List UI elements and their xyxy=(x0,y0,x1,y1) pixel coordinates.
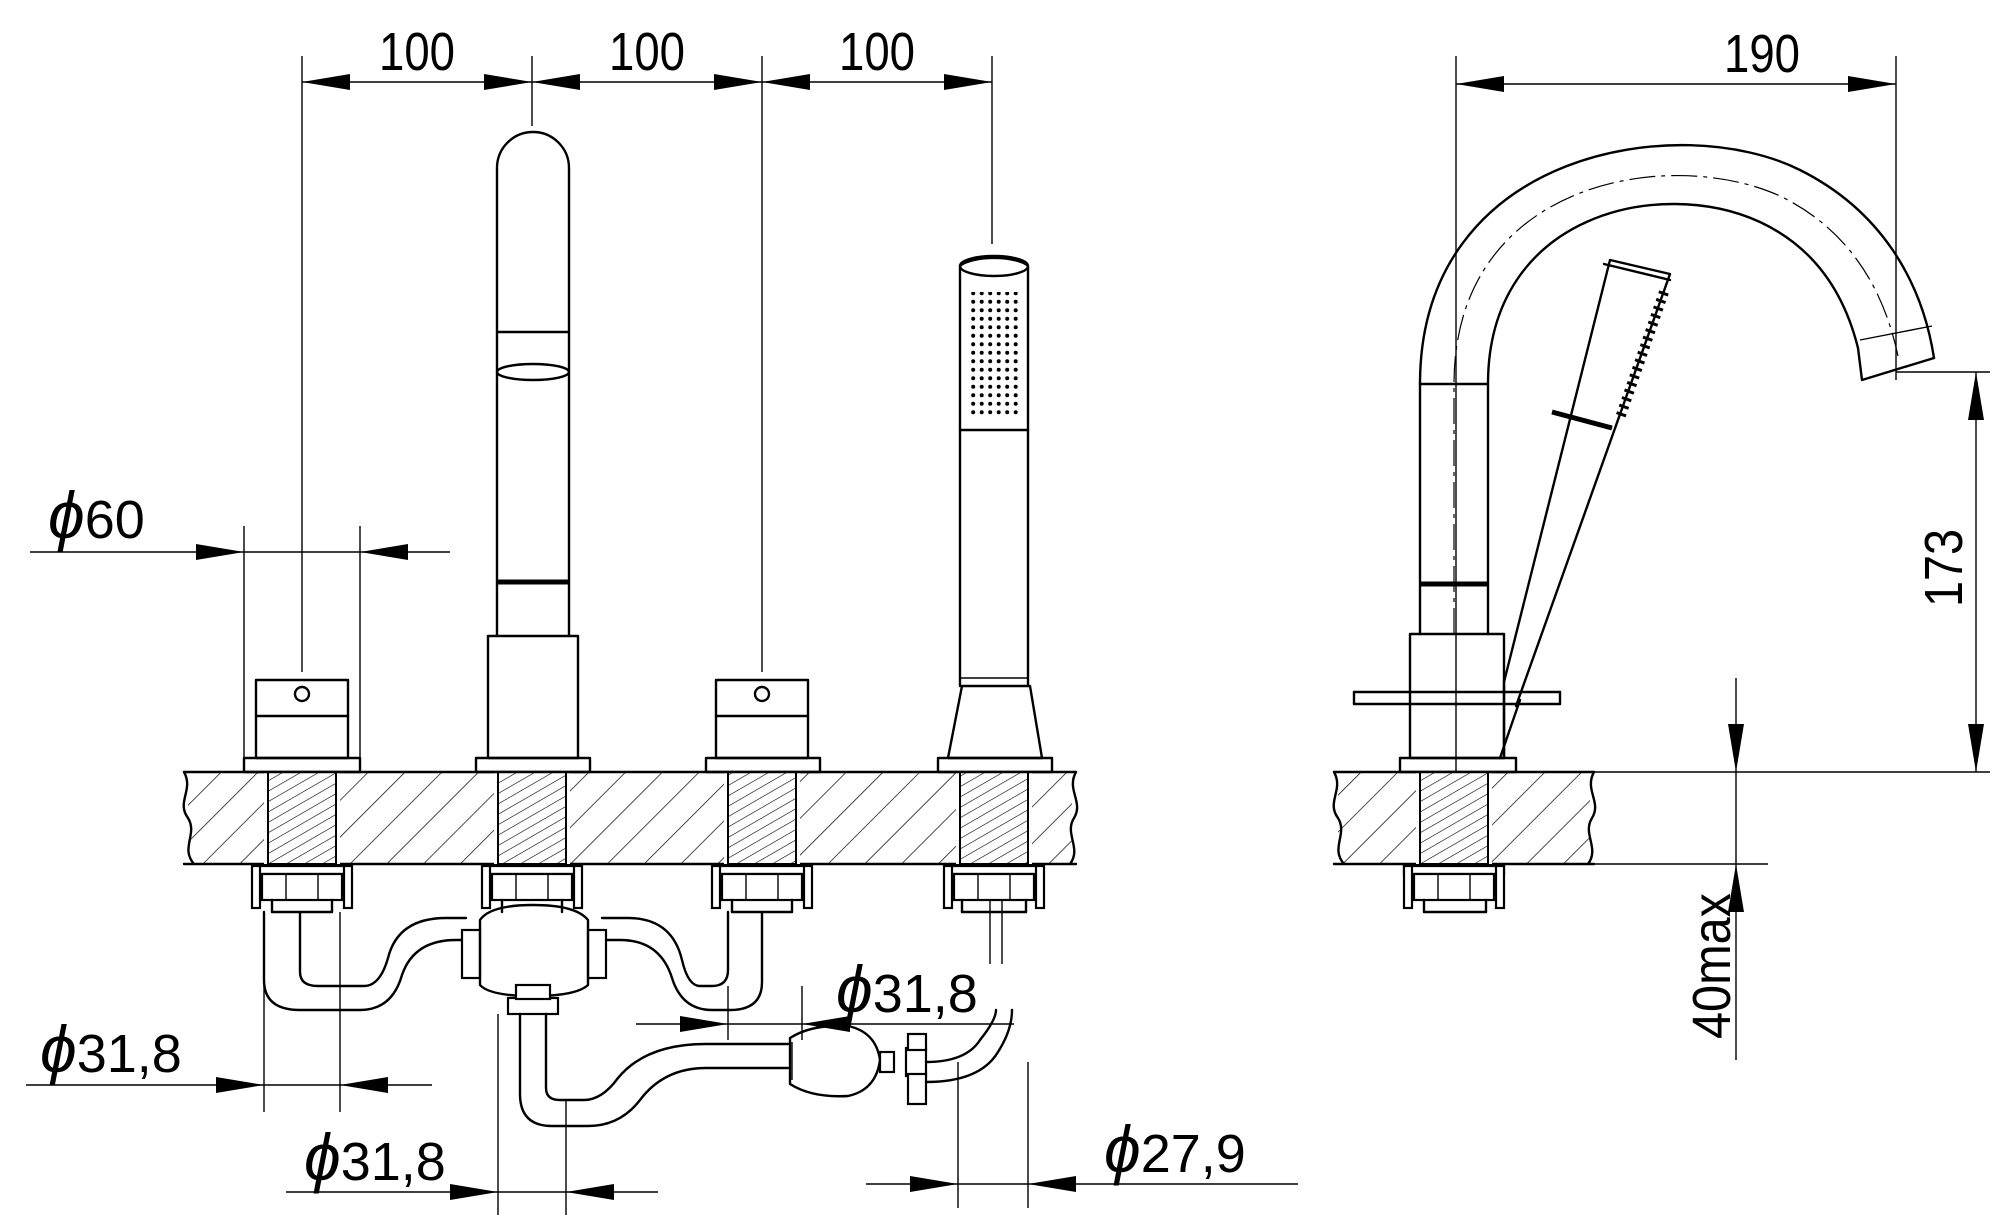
diameter-right-pipe: ϕ31,8 xyxy=(836,952,978,1026)
diameter-value: 31,8 xyxy=(873,964,978,1024)
front-dimension-lines xyxy=(26,74,1298,1200)
mounting-nuts xyxy=(250,864,1046,914)
dimension-deck-thickness: 40max xyxy=(1682,893,1742,1039)
supply-pipes xyxy=(262,903,1014,1128)
diameter-left-pipe: ϕ31,8 xyxy=(40,1012,182,1086)
dimension-spacing-1: 100 xyxy=(379,22,455,82)
diameter-symbol: ϕ xyxy=(1104,1112,1141,1186)
diameter-value: 27,9 xyxy=(1141,1124,1246,1184)
diameter-symbol: ϕ xyxy=(48,478,85,552)
front-deck-section xyxy=(182,770,1079,866)
diameter-shower-hose: ϕ27,9 xyxy=(1104,1112,1246,1186)
side-deck-section xyxy=(1332,770,1597,914)
diameter-center-pipe: ϕ31,8 xyxy=(304,1120,446,1194)
diameter-symbol: ϕ xyxy=(836,952,873,1026)
diameter-value: 60 xyxy=(85,490,145,550)
dimension-side-width: 190 xyxy=(1724,24,1800,84)
side-extension-lines xyxy=(1455,56,1990,865)
side-view: 190 173 40max xyxy=(1332,24,1990,1060)
side-spout xyxy=(1352,143,1936,774)
diameter-symbol: ϕ xyxy=(40,1012,77,1086)
diameter-symbol: ϕ xyxy=(304,1120,341,1194)
front-view: 100 100 100 ϕ60 ϕ31,8 ϕ31,8 ϕ31,8 ϕ27,9 xyxy=(26,22,1298,1215)
diameter-base-rosette: ϕ60 xyxy=(48,478,145,552)
diameter-value: 31,8 xyxy=(77,1024,182,1084)
side-hand-shower xyxy=(1498,258,1672,760)
hand-shower xyxy=(936,254,1054,964)
center-spout xyxy=(474,130,592,774)
diameter-value: 31,8 xyxy=(341,1132,446,1192)
left-valve-handle xyxy=(242,678,362,774)
dimension-spacing-2: 100 xyxy=(609,22,685,82)
side-dimension-lines xyxy=(1456,76,1984,1060)
dimension-spacing-3: 100 xyxy=(839,22,915,82)
dimension-height: 173 xyxy=(1914,529,1974,607)
right-valve-handle xyxy=(704,678,822,774)
